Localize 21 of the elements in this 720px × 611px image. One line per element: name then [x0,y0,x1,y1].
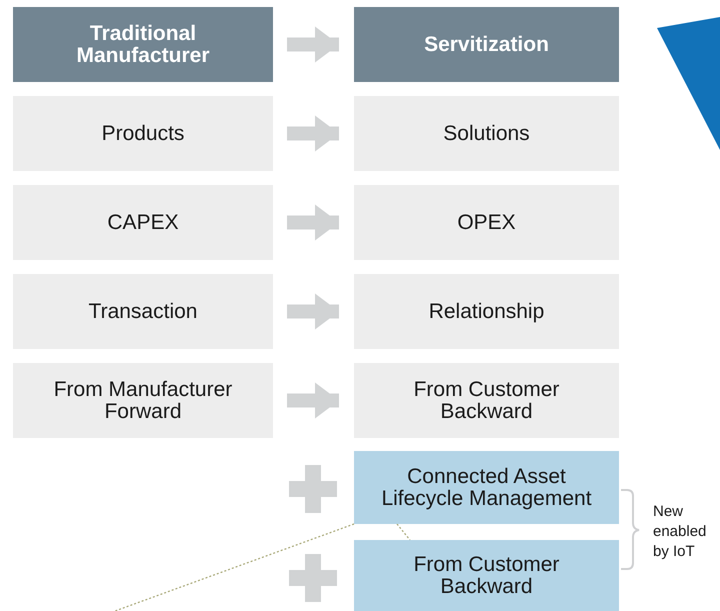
highlighted-box: From Customer Backward [354,540,619,611]
header-box: Traditional Manufacturer [13,7,273,82]
comparison-box: From Customer Backward [354,363,619,438]
block-arrow [287,116,339,152]
bracket-note: New enabled by IoT [653,502,708,562]
header-box: Servitization [354,7,619,82]
block-arrow [287,294,339,330]
comparison-box: Solutions [354,96,619,171]
comparison-box: From Manufacturer Forward [13,363,273,438]
comparison-box: OPEX [354,185,619,260]
block-arrow [287,382,339,418]
block-arrow [287,204,339,240]
block-arrow [287,26,339,62]
dotted-line [396,524,410,540]
triangle-shape [657,17,720,150]
dotted-line [114,523,354,611]
comparison-box: Transaction [13,274,273,349]
comparison-box: Relationship [354,274,619,349]
highlighted-box: Connected Asset Lifecycle Management [354,451,619,524]
comparison-box: CAPEX [13,185,273,260]
comparison-box: Products [13,96,273,171]
